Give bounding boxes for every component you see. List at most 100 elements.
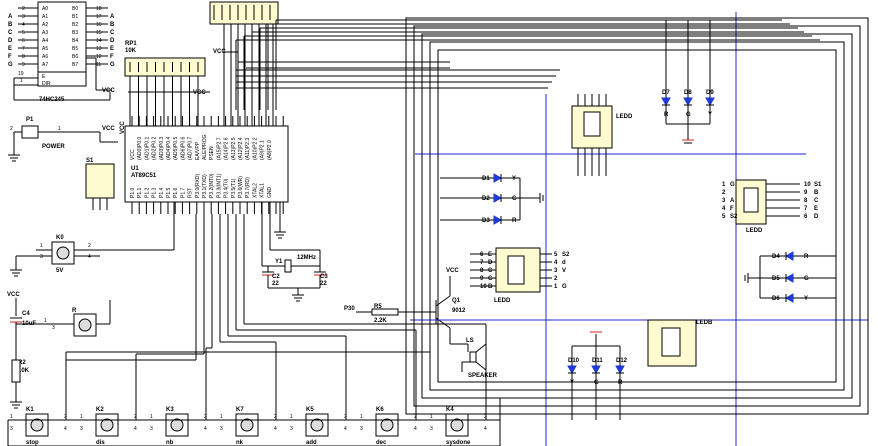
- seg-side-net: d: [562, 260, 566, 266]
- button-pin: 4: [484, 426, 487, 432]
- seg-display-1-label: LEDD: [616, 114, 633, 120]
- button-cap: [170, 418, 184, 432]
- seg-display-4: LEDB: [647, 319, 713, 367]
- r5-net: P30: [344, 306, 355, 312]
- hc245-pinnum-left: 3: [22, 14, 25, 20]
- c2-value: 22: [272, 281, 279, 287]
- seg-side-num: 8: [804, 198, 808, 204]
- led-color: Y: [804, 296, 808, 302]
- wire-harness: [235, 17, 869, 415]
- rp1-label: RP1: [125, 41, 137, 47]
- button-pin: 3: [80, 426, 83, 432]
- button-cap: [240, 418, 254, 432]
- hc245-pinnum-left: 8: [22, 54, 25, 60]
- button-k0: K0 5V 1 3 2 4: [10, 202, 175, 277]
- k0-pin2: 2: [88, 243, 91, 249]
- speaker-label: SPEAKER: [468, 373, 498, 379]
- hc245-pin-a5: A5: [42, 46, 48, 52]
- led-designator: D6: [772, 296, 780, 302]
- seg-side-net: D: [488, 260, 493, 266]
- button-label: sysdone: [446, 440, 471, 446]
- seg-side-num: 3: [722, 198, 726, 204]
- vcc-label-mcu: VCC: [193, 90, 206, 96]
- mcu-pin-label: (AD4)P0.4: [166, 136, 172, 160]
- hc245-net-left: A: [8, 14, 13, 20]
- mcu-pin-label: P3.7(RD): [245, 177, 251, 198]
- button-pin: 4: [204, 426, 207, 432]
- hc245-pinnum-left: 2: [22, 6, 25, 12]
- power-label: POWER: [42, 144, 65, 150]
- led-diode-icon: [493, 215, 503, 225]
- hc245-pinnum-right: 12: [96, 54, 102, 60]
- button-label: add: [306, 440, 317, 446]
- seg-side-net: C: [814, 198, 819, 204]
- mcu-at89c51: U1 AT89C51 VCC(AD0)P0.0(AD1)P0.1(AD2)P0.…: [124, 116, 289, 214]
- seg-side-num: 8: [480, 268, 484, 274]
- button-designator: K7: [236, 407, 244, 413]
- crystal-value: 12MHz: [297, 255, 316, 261]
- seg-side-net: S2: [562, 252, 570, 258]
- button-label: nk: [236, 440, 244, 446]
- mcu-pin-label: P1.1: [137, 187, 143, 198]
- mcu-pin-label: P3.2(INT0): [209, 173, 215, 198]
- button-pin: 3: [220, 426, 223, 432]
- vcc-label-header: VCC: [213, 49, 226, 55]
- c2-designator: C2: [272, 274, 280, 280]
- seg-side-net: E: [488, 252, 492, 258]
- r2-designator: R2: [18, 360, 26, 366]
- rp1-value: 10K: [125, 48, 137, 54]
- mcu-pin-label: P1.6: [173, 187, 179, 198]
- crystal-designator: Y1: [275, 259, 283, 265]
- seg-side-net: G: [488, 276, 493, 282]
- seg-display-4-label: LEDB: [696, 320, 713, 326]
- button-cap: [380, 418, 394, 432]
- hc245-net-left: F: [8, 54, 12, 60]
- button-designator: K6: [376, 407, 384, 413]
- seg-side-num: 10: [480, 284, 487, 290]
- button-pin: 4: [64, 426, 67, 432]
- mcu-pin-label: (A14)P2.6: [224, 137, 230, 160]
- button-pin: 1: [430, 414, 433, 420]
- hc245-net-right: C: [110, 30, 115, 36]
- harness-loop: [413, 25, 861, 407]
- mcu-pin-label: (A9)P2.1: [260, 140, 266, 160]
- mcu-pin-label: P1.7: [180, 187, 186, 198]
- seg-side-net: D: [814, 214, 819, 220]
- mcu-pin-label: GND: [267, 187, 273, 199]
- mcu-pin-label: (AD2)P0.2: [152, 136, 158, 160]
- mcu-pin-label: (A8)P2.0: [267, 140, 273, 160]
- button-pin: 1: [220, 414, 223, 420]
- mcu-pin-label: P1.0: [130, 187, 136, 198]
- mcu-pin-label: P3.4(T0): [224, 178, 230, 198]
- seg-side-num: 1: [554, 284, 558, 290]
- led-diode-icon: [493, 193, 503, 203]
- mcu-pin-label: (A13)P2.5: [231, 137, 237, 160]
- button-pin: 1: [80, 414, 83, 420]
- hc245-pin-b0: B0: [72, 6, 78, 12]
- hc245-pinnum-left: 9: [22, 62, 25, 68]
- led-color: R: [804, 254, 809, 260]
- seg-side-net: F: [730, 206, 734, 212]
- button-pin: 4: [344, 426, 347, 432]
- mcu-pin-label: P3.6(WR): [238, 176, 244, 198]
- hc245-net-left: B: [8, 22, 13, 28]
- button-label: dec: [376, 440, 387, 446]
- seg-side-net: C: [488, 268, 493, 274]
- seg-side-net: V: [562, 268, 566, 274]
- button-pin: 3: [290, 426, 293, 432]
- reset-pin3: 3: [52, 325, 55, 331]
- button-pin: 4: [274, 426, 277, 432]
- button-cap: [100, 418, 114, 432]
- led-diode-icon: [784, 293, 794, 303]
- hc245-net-right: A: [110, 14, 115, 20]
- harness-loop: [437, 49, 837, 383]
- seg-side-net: S1: [814, 182, 822, 188]
- mcu-pin-label: RST: [188, 188, 194, 198]
- led-designator: D2: [482, 196, 490, 202]
- led-diode-icon: [615, 365, 625, 375]
- seg-side-num: 1: [722, 182, 726, 188]
- hc245-pin-b3: B3: [72, 30, 78, 36]
